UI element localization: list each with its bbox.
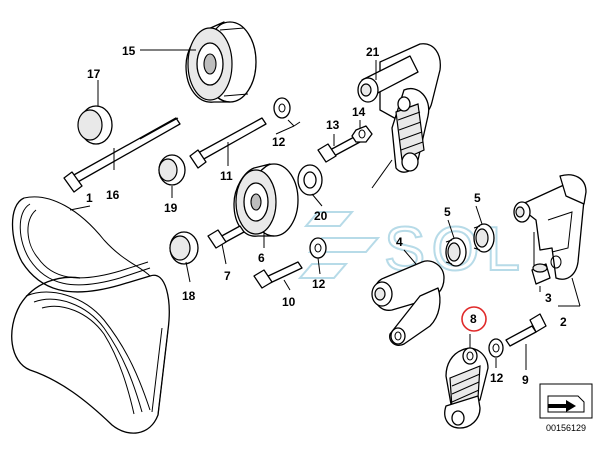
callout-5-left: 5 bbox=[444, 205, 451, 219]
callout-21: 21 bbox=[366, 45, 380, 59]
bolt-7 bbox=[207, 225, 245, 249]
callout-1: 1 bbox=[86, 191, 93, 205]
tensioner-damper-8 bbox=[444, 347, 489, 429]
callout-15: 15 bbox=[122, 44, 136, 58]
callout-3: 3 bbox=[545, 291, 552, 305]
highlight-circle-8 bbox=[461, 306, 487, 332]
rubber-bush-3 bbox=[531, 263, 551, 285]
nut-14 bbox=[351, 125, 373, 143]
needle-bearing-5-left bbox=[445, 237, 467, 267]
callout-10: 10 bbox=[282, 295, 296, 309]
callout-18: 18 bbox=[182, 289, 196, 303]
cap-18 bbox=[169, 231, 199, 265]
dust-cap-17 bbox=[77, 105, 113, 145]
washer-12-lower bbox=[488, 338, 504, 358]
callout-13: 13 bbox=[326, 118, 340, 132]
spacer-ring-20 bbox=[297, 164, 323, 196]
mounting-bracket-2 bbox=[513, 174, 587, 280]
bolt-10 bbox=[253, 261, 303, 289]
callout-12-lower: 12 bbox=[490, 371, 504, 385]
callout-5-right: 5 bbox=[474, 191, 481, 205]
washer-12-top bbox=[273, 97, 291, 119]
callout-9: 9 bbox=[522, 373, 529, 387]
callout-20: 20 bbox=[314, 209, 328, 223]
deflection-pulley-6 bbox=[233, 163, 299, 237]
bolt-13 bbox=[317, 135, 361, 163]
belt-tensioner-assembly-21 bbox=[357, 43, 441, 173]
callout-12-middle: 12 bbox=[312, 277, 326, 291]
leader-lines bbox=[69, 49, 581, 370]
washer-12-middle bbox=[309, 237, 327, 259]
drive-belt bbox=[11, 196, 170, 434]
needle-bearing-5-right bbox=[473, 223, 495, 253]
reference-box: 00156129 bbox=[539, 383, 593, 433]
callout-17: 17 bbox=[87, 67, 101, 81]
bolt-9 bbox=[505, 313, 547, 347]
cap-19 bbox=[158, 154, 186, 186]
bolt-11 bbox=[189, 117, 267, 169]
folded-sheet-arrow-icon bbox=[547, 395, 585, 413]
tensioner-arm-4 bbox=[371, 260, 445, 346]
bolt-16 bbox=[63, 117, 181, 193]
callout-4: 4 bbox=[396, 235, 403, 249]
callout-8: 8 bbox=[470, 312, 477, 326]
reference-number: 00156129 bbox=[546, 423, 586, 433]
callout-7: 7 bbox=[224, 269, 231, 283]
deflection-pulley-large bbox=[185, 21, 257, 103]
callout-11: 11 bbox=[220, 169, 233, 183]
callout-16: 16 bbox=[106, 188, 120, 202]
callout-6: 6 bbox=[258, 251, 265, 265]
callout-2: 2 bbox=[560, 315, 567, 329]
callout-numbers: 17 15 16 19 11 12 13 14 20 21 1 6 7 18 1… bbox=[86, 44, 567, 387]
callout-12-top: 12 bbox=[272, 135, 286, 149]
callout-14: 14 bbox=[352, 105, 366, 119]
callout-19: 19 bbox=[164, 201, 178, 215]
